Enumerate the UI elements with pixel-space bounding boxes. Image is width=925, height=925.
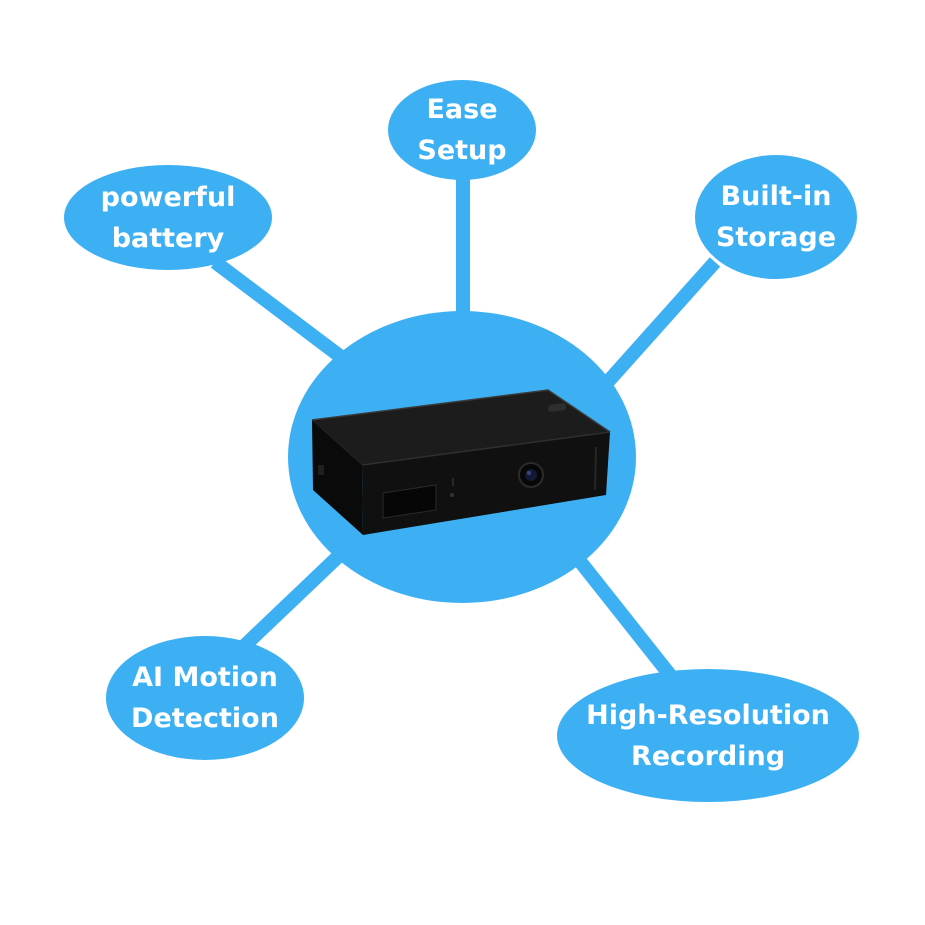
- led-indicator: [450, 493, 454, 497]
- power-button: [548, 403, 567, 412]
- connector-ai-motion: [235, 544, 350, 656]
- sd-card-door: [382, 484, 437, 519]
- feature-label-built-in-storage: Built-in Storage: [715, 181, 837, 253]
- connector-high-resolution: [569, 550, 676, 680]
- device-side-face: [312, 420, 363, 535]
- feature-bubble-high-resolution-recording: High-Resolution Recording: [557, 669, 859, 802]
- feature-bubble-built-in-storage: Built-in Storage: [695, 155, 857, 279]
- feature-bubble-ai-motion-detection: AI Motion Detection: [106, 636, 304, 760]
- feature-label-ease-setup: Ease Setup: [417, 94, 507, 166]
- feature-label-powerful-battery: powerful battery: [100, 181, 236, 254]
- connector-built-in-storage: [599, 257, 721, 390]
- mini-camera-device: [311, 389, 611, 535]
- device-top-face: [312, 390, 610, 465]
- feature-bubble-ease-setup: Ease Setup: [388, 80, 536, 180]
- feature-label-ai-motion-detection: AI Motion Detection: [131, 662, 279, 734]
- connector-powerful-battery: [210, 256, 350, 366]
- feature-label-high-resolution-recording: High-Resolution Recording: [586, 699, 830, 772]
- feature-bubble-powerful-battery: powerful battery: [64, 165, 272, 270]
